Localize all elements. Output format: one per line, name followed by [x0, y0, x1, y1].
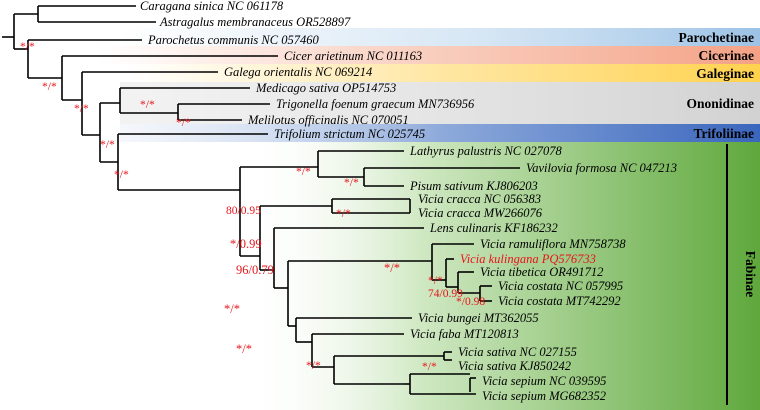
parochetinae-band [120, 28, 760, 46]
taxon-label: Caragana sinica NC 061178 [140, 0, 284, 13]
taxon-label: Trifolium strictum NC 025745 [274, 127, 425, 141]
support-value: */* [306, 360, 321, 372]
support-values: */* */* */* */* */* */* */* */* */* */* … [20, 41, 485, 373]
taxon-label: Vicia ramuliflora MN758738 [480, 237, 626, 251]
support-value: */* [224, 302, 240, 316]
taxon-label: Lathyrus palustris NC 027078 [409, 144, 563, 158]
subfamily-label-cicerinae: Cicerinae [699, 48, 754, 63]
support-value: */* [422, 361, 437, 373]
support-value: 96/0.79 [236, 263, 274, 277]
support-value: */0.98 [456, 296, 485, 308]
support-value: */* [140, 99, 155, 111]
tree-branches [2, 5, 520, 395]
taxon-label: Vicia faba MT120813 [410, 327, 519, 341]
subfamily-label-fabinae: Fabinae [743, 251, 758, 298]
taxon-label: Vicia sativa NC 027155 [458, 345, 577, 359]
support-value: */* [74, 103, 89, 115]
taxon-label: Galega orientalis NC 069214 [224, 65, 372, 79]
support-value: */* [428, 275, 443, 287]
taxon-label: Vicia cracca NC 056383 [418, 192, 541, 206]
support-value: */* [296, 166, 311, 178]
fabinae-band [240, 142, 760, 410]
support-value: */* [100, 139, 115, 151]
support-value: 80/0.95 [226, 205, 261, 217]
taxon-label: Pisum sativum KJ806203 [409, 179, 538, 193]
support-value: */* [42, 81, 57, 93]
subfamily-labels: Parochetinae Cicerinae Galeginae Ononidi… [679, 30, 758, 297]
support-value: */* [176, 117, 191, 129]
subfamily-label-parochetinae: Parochetinae [679, 30, 754, 45]
taxon-label: Cicer arietinum NC 011163 [284, 49, 422, 63]
support-value: */* [384, 261, 400, 275]
taxon-label: Vicia sepium NC 039595 [482, 374, 606, 388]
galeginae-band [130, 64, 760, 82]
cicerinae-band [100, 46, 760, 64]
subfamily-label-galeginae: Galeginae [696, 66, 754, 81]
taxon-label: Astragalus membranaceus OR528897 [159, 15, 351, 29]
trifoliinae-band [120, 124, 760, 142]
taxon-label: Vavilovia formosa NC 047213 [526, 161, 677, 175]
support-value: */* [336, 208, 351, 220]
taxon-labels: Caragana sinica NC 061178 Astragalus mem… [140, 0, 677, 403]
taxon-label: Vicia costata MT742292 [498, 294, 621, 308]
taxon-label: Lens culinaris KF186232 [429, 221, 558, 235]
support-value: */* [20, 41, 35, 53]
taxon-label: Vicia costata NC 057995 [498, 279, 623, 293]
taxon-label: Medicago sativa OP514753 [255, 81, 396, 95]
support-value: 74/0.99 [428, 288, 463, 300]
taxon-label: Melilotus officinalis NC 070051 [247, 113, 409, 127]
taxon-label: Vicia sativa KJ850242 [458, 359, 571, 373]
support-value: */* [236, 342, 252, 356]
support-value: */* [114, 169, 129, 181]
support-value: */* [344, 177, 359, 189]
taxon-label: Vicia tibetica OR491712 [480, 265, 603, 279]
subfamily-label-ononidinae: Ononidinae [686, 96, 754, 111]
subfamily-label-trifoliinae: Trifoliinae [694, 126, 755, 141]
support-value: */0.99 [230, 237, 262, 251]
taxon-label: Vicia sepium MG682352 [482, 389, 606, 403]
taxon-label: Vicia cracca MW266076 [418, 206, 543, 220]
highlighted-taxon-label: Vicia kulingana PQ576733 [460, 252, 596, 266]
taxon-label: Trigonella foenum graecum MN736956 [276, 97, 475, 111]
taxon-label: Vicia bungei MT362055 [418, 311, 539, 325]
ononidinae-band [120, 82, 760, 124]
taxon-label: Parochetus communis NC 057460 [147, 33, 319, 47]
